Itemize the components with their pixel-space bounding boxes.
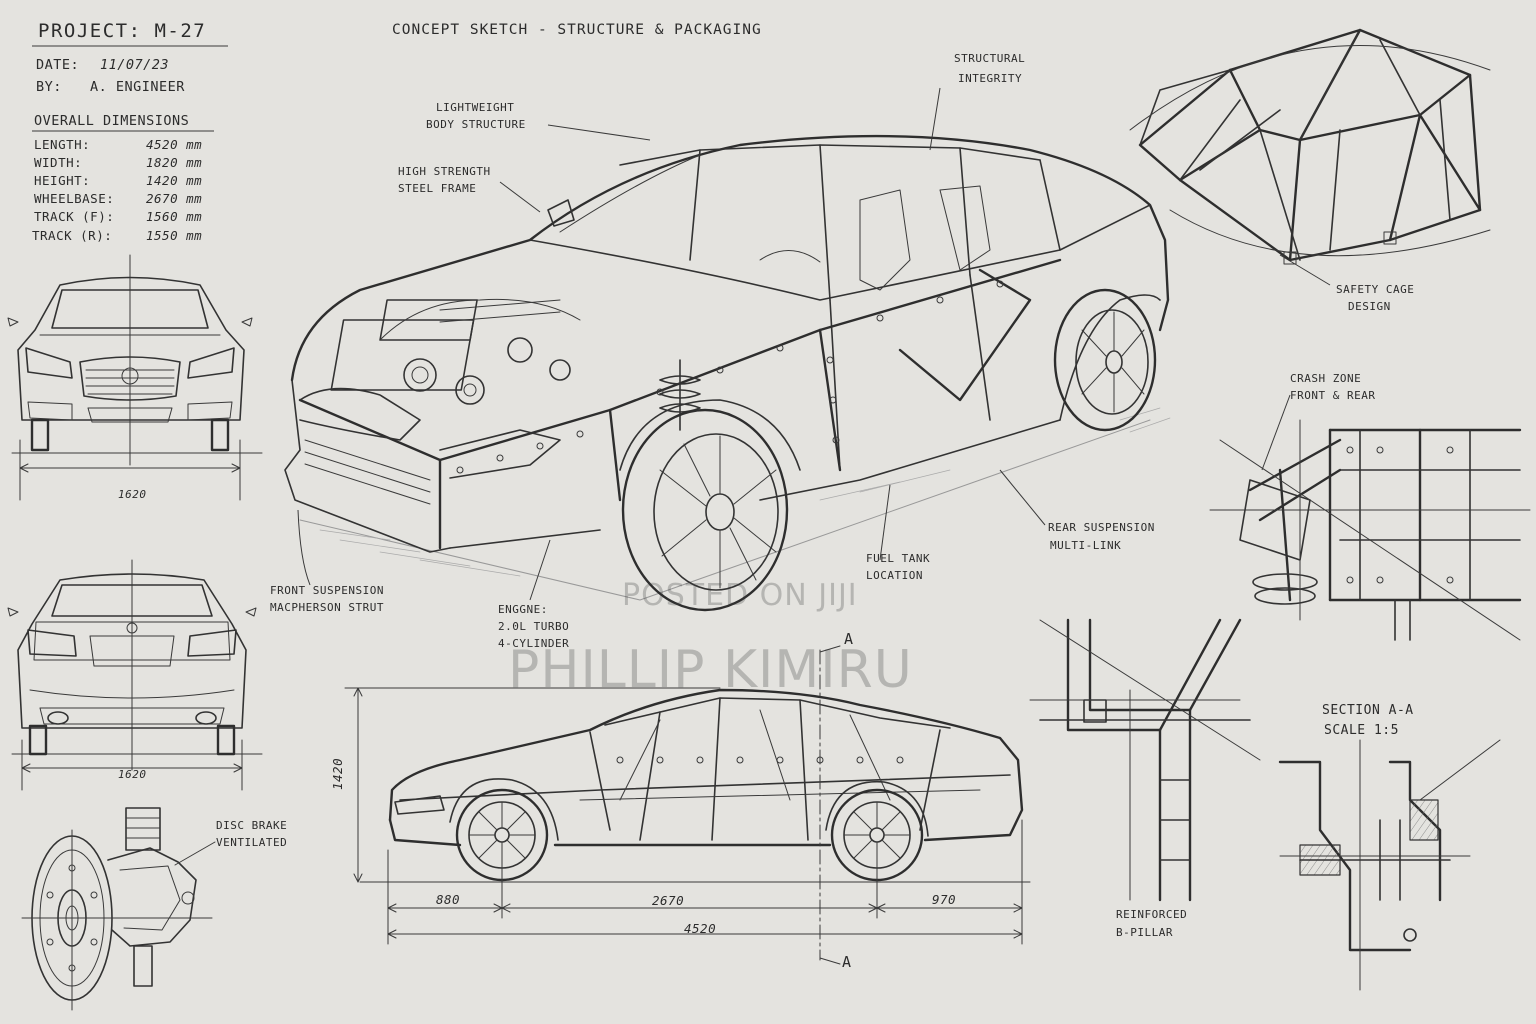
wheelbase-dimension: 2670 (652, 893, 685, 908)
front-view-drawing (7, 254, 263, 501)
watermark-line2: PHILLIP KIMIRU (508, 640, 913, 700)
side-view-drawing (344, 645, 1031, 965)
overall-length-dimension: 4520 (684, 921, 717, 936)
callout-structural-line2: INTEGRITY (958, 72, 1023, 85)
callout-disc-brake-line2: VENTILATED (216, 836, 288, 849)
callout-safety-cage-line2: DESIGN (1348, 300, 1391, 313)
dimension-value: 1550 mm (146, 228, 203, 243)
dimension-value: 1420 mm (146, 173, 203, 188)
height-dimension: 1420 (330, 757, 345, 790)
callout-crash-zone-line2: FRONT & REAR (1290, 389, 1376, 402)
callout-front-suspension-line2: MACPHERSON STRUT (270, 601, 384, 614)
callout-rear-suspension-line1: REAR SUSPENSION (1048, 521, 1155, 534)
front-wheel (619, 399, 801, 612)
section-scale: SCALE 1:5 (1324, 723, 1399, 738)
callout-structural-line1: STRUCTURAL (954, 52, 1026, 65)
callout-disc-brake-line1: DISC BRAKE (216, 819, 288, 832)
author-value: A. ENGINEER (90, 79, 185, 95)
dimension-value: 1820 mm (146, 155, 203, 170)
callout-safety-cage-line1: SAFETY CAGE (1336, 283, 1415, 296)
dimension-label: LENGTH: (34, 137, 91, 152)
section-title: SECTION A-A (1322, 703, 1414, 718)
callout-fuel-tank-line2: LOCATION (866, 569, 923, 582)
callout-rear-suspension-line2: MULTI-LINK (1050, 539, 1122, 552)
author-label: BY: (36, 79, 62, 95)
disc-brake-drawing (21, 807, 216, 1011)
callout-steel-frame-line1: HIGH STRENGTH (398, 165, 491, 178)
callout-crash-zone-line1: CRASH ZONE (1290, 372, 1362, 385)
callout-fuel-tank-line1: FUEL TANK (866, 552, 931, 565)
dimensions-heading: OVERALL DIMENSIONS (34, 113, 190, 129)
dimension-label: WHEELBASE: (34, 191, 115, 206)
callout-lightweight-line1: LIGHTWEIGHT (436, 101, 515, 114)
callout-engine-line1: ENGGNE: (498, 603, 548, 616)
watermark-line1: POSTED ON JIJI (622, 578, 858, 613)
dimension-value: 4520 mm (146, 137, 203, 152)
project-title: PROJECT: M-27 (38, 20, 207, 42)
section-marker-bottom: A (842, 953, 852, 971)
dimension-label: TRACK (R): (32, 228, 113, 243)
rear-overhang-dimension: 970 (932, 892, 957, 907)
front-width-dimension: 1620 (118, 488, 147, 501)
callout-lightweight-line2: BODY STRUCTURE (426, 118, 526, 131)
drawing-subtitle: CONCEPT SKETCH - STRUCTURE & PACKAGING (392, 22, 762, 38)
dimension-value: 2670 mm (146, 191, 203, 206)
callout-engine-line2: 2.0L TURBO (498, 620, 570, 633)
rear-view-drawing (7, 559, 263, 791)
callout-leaders (297, 87, 1331, 601)
date-label: DATE: (36, 57, 80, 73)
section-a-a-drawing (1278, 739, 1501, 991)
callout-b-pillar-line2: B-PILLAR (1116, 926, 1173, 939)
callout-engine-line3: 4-CYLINDER (498, 637, 570, 650)
b-pillar-drawing (1029, 618, 1261, 902)
dimension-label: TRACK (F): (34, 209, 115, 224)
dimension-label: WIDTH: (34, 155, 83, 170)
front-overhang-dimension: 880 (436, 892, 461, 907)
callout-front-suspension-line1: FRONT SUSPENSION (270, 584, 384, 597)
dimension-label: HEIGHT: (34, 173, 91, 188)
dimension-value: 1560 mm (146, 209, 203, 224)
crash-zone-drawing (1209, 419, 1531, 641)
date-value: 11/07/23 (100, 57, 170, 73)
safety-cage-drawing (1129, 28, 1491, 265)
rear-width-dimension: 1620 (118, 768, 147, 781)
callout-steel-frame-line2: STEEL FRAME (398, 182, 477, 195)
main-car-perspective-drawing (284, 134, 1171, 612)
rear-wheel (1053, 288, 1157, 432)
section-marker-top: A (844, 630, 854, 648)
callout-b-pillar-line1: REINFORCED (1116, 908, 1188, 921)
